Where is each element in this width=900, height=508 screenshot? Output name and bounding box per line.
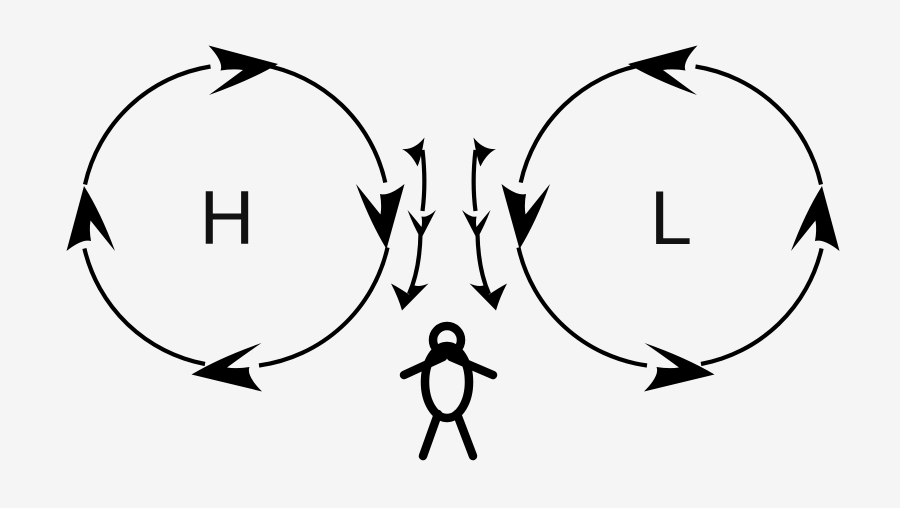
stick-figure-head-icon bbox=[428, 321, 466, 359]
high-arc-bottom-left bbox=[82, 248, 206, 367]
wind-right-arrowhead-mid bbox=[462, 210, 491, 239]
low-circle-arcs bbox=[516, 62, 824, 368]
low-arrowhead-left bbox=[501, 184, 550, 249]
high-arc-left-top bbox=[82, 64, 211, 185]
low-arc-top-left bbox=[518, 62, 644, 184]
high-arrowhead-left bbox=[66, 186, 115, 251]
wind-left-shaft-lower bbox=[407, 233, 423, 295]
stick-figure-leg-left bbox=[418, 409, 443, 461]
stick-figure-arm-left bbox=[399, 352, 448, 380]
high-pressure-cell: H bbox=[66, 45, 405, 392]
high-arrowhead-bottom bbox=[191, 343, 262, 392]
low-arc-bottom-right bbox=[700, 248, 824, 367]
wind-left-tail-flare bbox=[402, 137, 425, 167]
wind-right-tail-flare bbox=[473, 137, 496, 167]
wind-right-shaft-upper bbox=[471, 149, 478, 212]
wind-right-arrowhead-end bbox=[469, 283, 507, 311]
low-arrowhead-top bbox=[628, 45, 698, 95]
low-pressure-cell: L bbox=[501, 45, 840, 392]
high-pressure-label: H bbox=[200, 176, 255, 261]
stick-figure-arm-right bbox=[446, 352, 498, 380]
high-arrowhead-right bbox=[356, 184, 405, 249]
low-pressure-label: L bbox=[650, 176, 692, 261]
wind-left-arrowhead-end bbox=[391, 283, 429, 311]
surface-wind-arrow-right bbox=[462, 137, 507, 311]
low-arc-right-top bbox=[695, 64, 824, 185]
wind-left-shaft-upper bbox=[420, 149, 427, 212]
stick-figure-torso bbox=[420, 341, 474, 423]
high-arc-top-right bbox=[262, 62, 388, 184]
high-arrowhead-top bbox=[208, 45, 278, 95]
observer-stick-figure bbox=[399, 321, 498, 461]
low-arrowhead-right bbox=[791, 186, 840, 251]
high-circle-arcs bbox=[82, 62, 390, 368]
surface-wind-arrow-left bbox=[391, 137, 436, 311]
wind-right-shaft-lower bbox=[475, 233, 491, 295]
low-arc-left-bottom bbox=[516, 247, 648, 368]
wind-left-arrowhead-mid bbox=[407, 210, 436, 239]
stick-figure-leg-right bbox=[452, 409, 478, 461]
high-arc-right-bottom bbox=[258, 247, 390, 368]
low-arrowhead-bottom bbox=[644, 343, 715, 392]
